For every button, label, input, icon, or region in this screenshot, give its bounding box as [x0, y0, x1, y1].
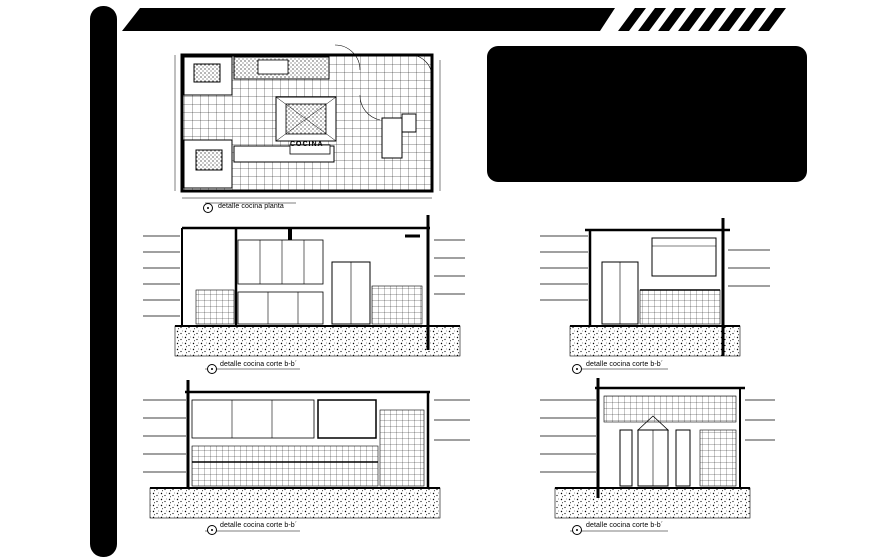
- section-2-caption: detalle cocina corte b-b´: [586, 361, 664, 368]
- section-3-marker: [207, 525, 217, 535]
- banner-stripes: [618, 8, 786, 31]
- top-banner: [122, 8, 615, 31]
- section-1-marker: [207, 364, 217, 374]
- section-2-marker: [572, 364, 582, 374]
- section-4-marker: [572, 525, 582, 535]
- plan-marker: [203, 203, 213, 213]
- plan-room-label: COCINA: [290, 141, 324, 148]
- section-4: [554, 378, 751, 519]
- section-3: [149, 380, 441, 519]
- section-1-caption: detalle cocina corte b-b´: [220, 361, 298, 368]
- section-3-caption: detalle cocina corte b-b´: [220, 522, 298, 529]
- section-4-caption: detalle cocina corte b-b´: [586, 522, 664, 529]
- plan-caption: detalle cocina planta: [218, 203, 284, 210]
- section-1: [174, 215, 461, 357]
- annotation-leaders: [143, 235, 775, 473]
- left-title-bar: [90, 6, 117, 557]
- kitchen-floor-plan: [174, 44, 441, 199]
- section-2: [569, 218, 741, 357]
- title-block: [487, 46, 807, 182]
